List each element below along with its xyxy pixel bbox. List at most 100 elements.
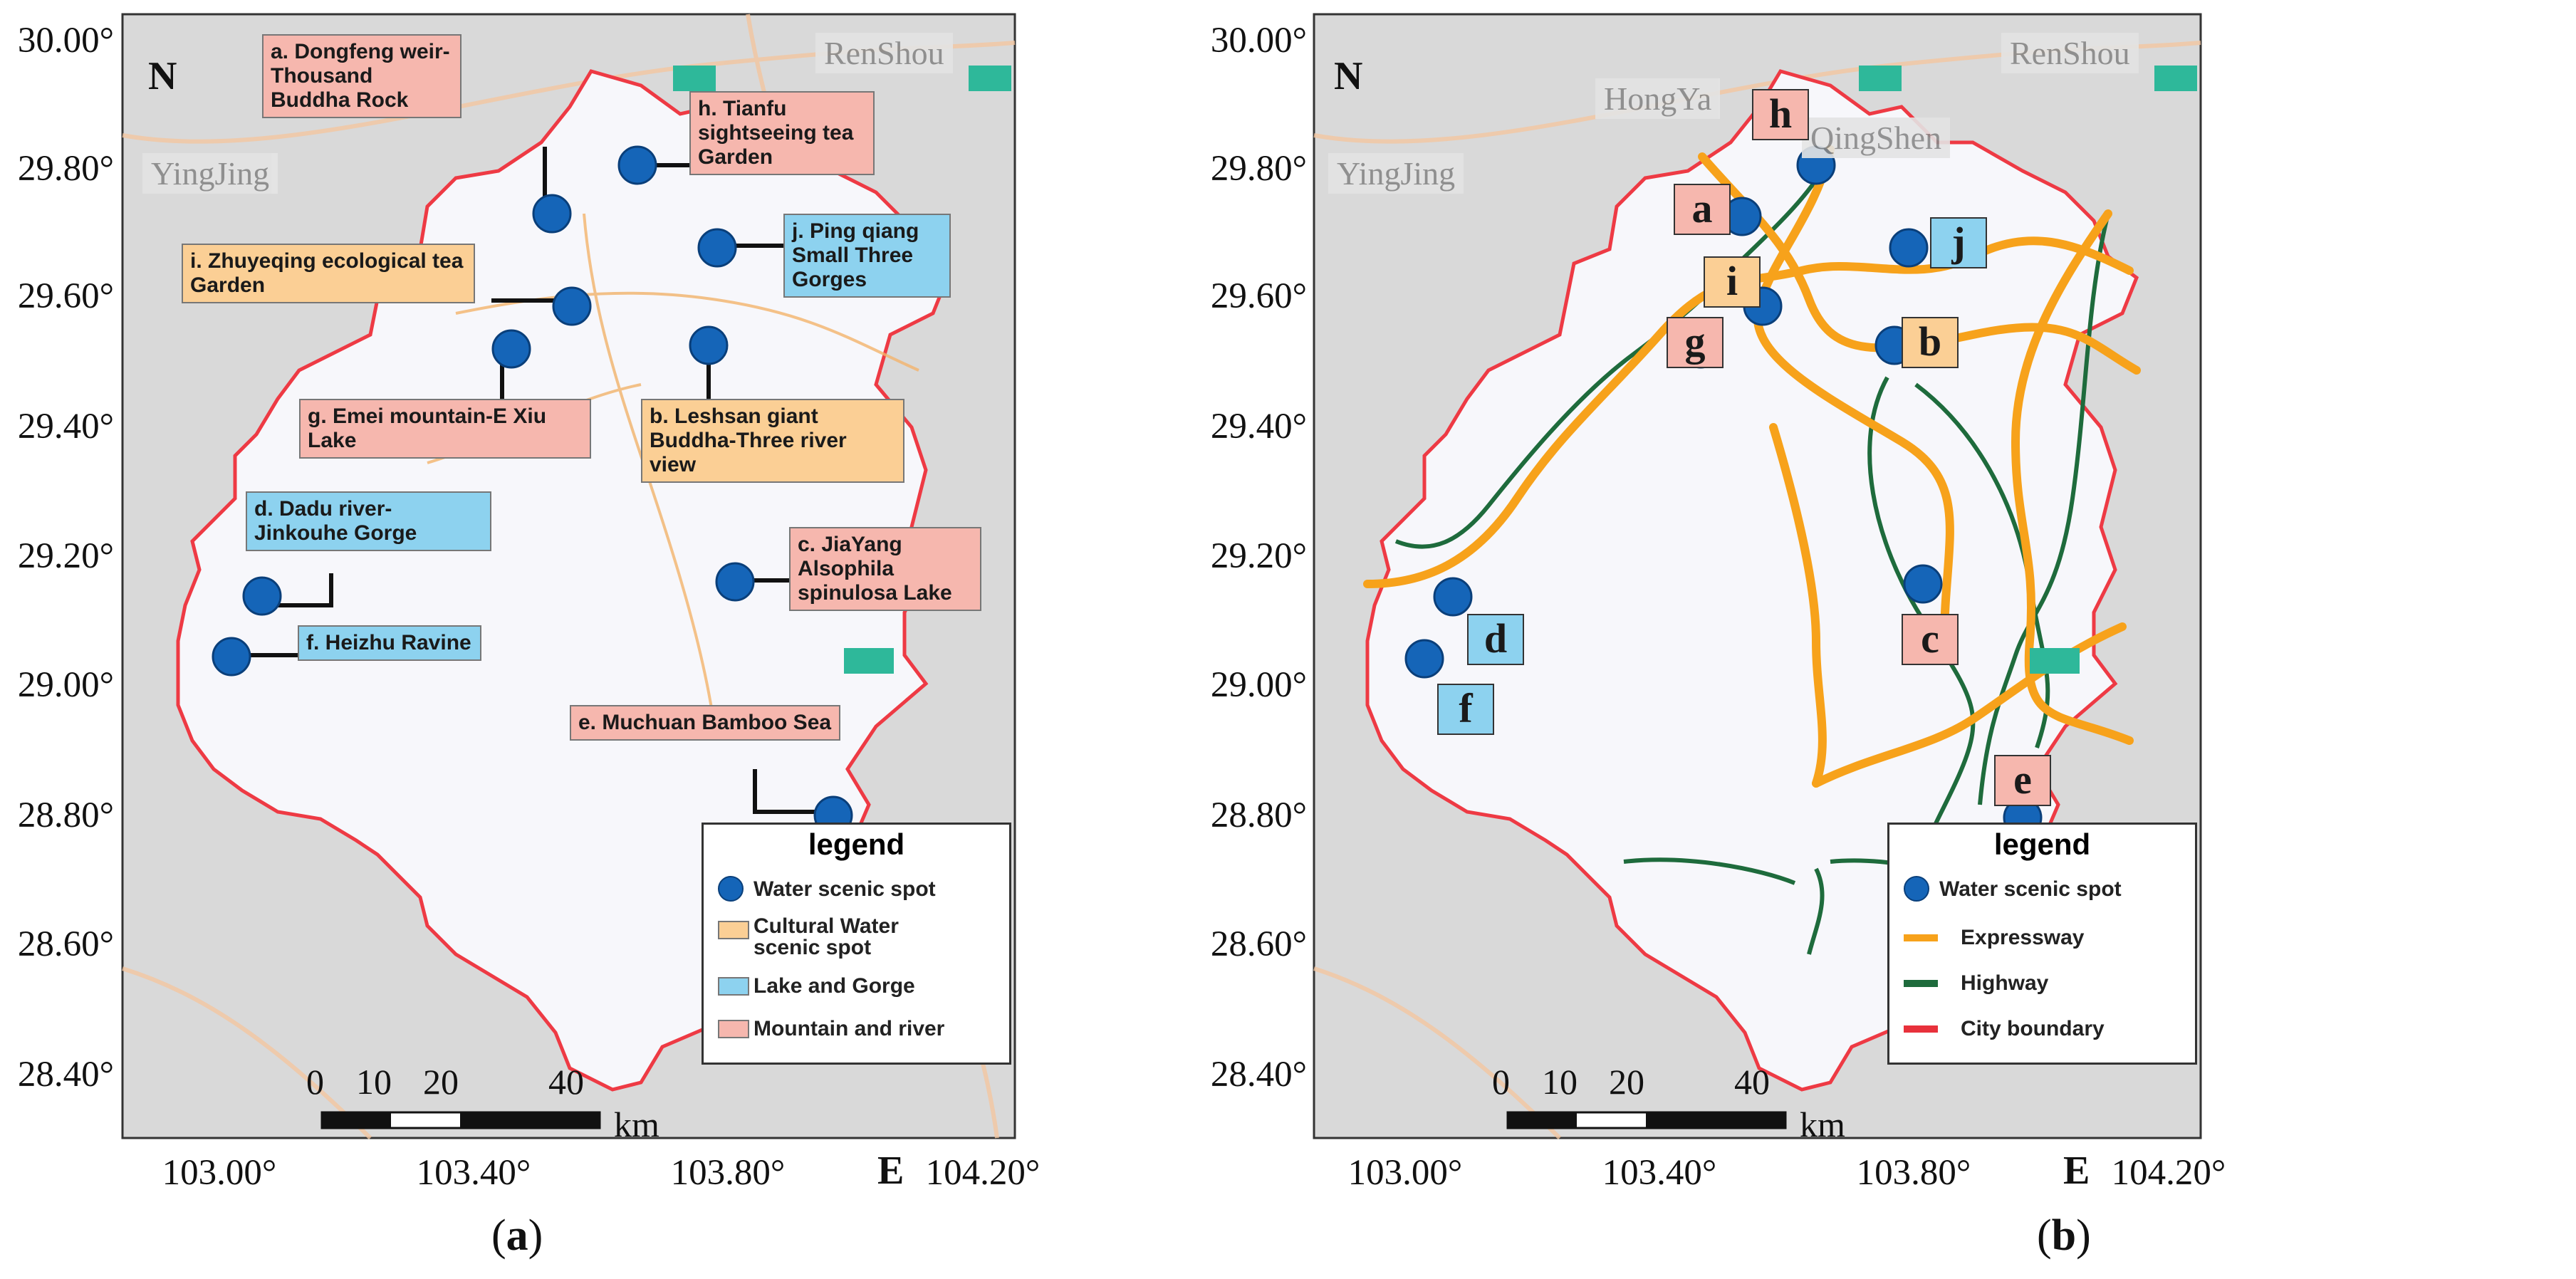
legend-mountain-swatch xyxy=(718,1020,749,1038)
label-h: h. Tianfu sightseeing tea Garden xyxy=(689,91,875,175)
x-tick: 103.80° xyxy=(670,1153,786,1193)
scale-bar-a xyxy=(320,1111,601,1129)
scale-tick: 20 xyxy=(1609,1062,1644,1102)
legend-highway-swatch xyxy=(1904,980,1938,987)
x-tick: 104.20° xyxy=(2111,1153,2226,1193)
legend-b: legend Water scenic spot Expressway High… xyxy=(1887,823,2197,1065)
spot-d xyxy=(242,576,282,616)
spot-f xyxy=(1404,639,1444,679)
spot-d xyxy=(1433,577,1473,617)
letter-c: c xyxy=(1902,614,1959,665)
scale-tick: 40 xyxy=(548,1062,584,1102)
legend-a: legend Water scenic spot Cultural Water … xyxy=(702,823,1011,1065)
x-tick: 103.00° xyxy=(1347,1153,1463,1193)
y-tick: 28.80° xyxy=(17,795,114,835)
scale-tick: 0 xyxy=(306,1062,324,1102)
spot-b xyxy=(689,325,729,365)
spot-a xyxy=(532,194,572,234)
city-renshou: RenShou xyxy=(815,33,953,73)
x-tick: 103.80° xyxy=(1856,1153,1971,1193)
y-tick: 29.60° xyxy=(1210,276,1307,316)
letter-h: h xyxy=(1752,89,1809,140)
y-tick: 29.00° xyxy=(17,665,114,705)
legend-title: legend xyxy=(808,828,905,861)
label-f: f. Heizhu Ravine xyxy=(298,625,481,661)
y-tick: 30.00° xyxy=(1210,21,1307,61)
label-a: a. Dongfeng weir-Thousand Buddha Rock xyxy=(262,34,462,118)
legend-cultural-swatch xyxy=(718,921,749,939)
label-j: j. Ping qiang Small Three Gorges xyxy=(783,214,951,298)
scale-unit: km xyxy=(1800,1105,1845,1144)
scale-tick: 0 xyxy=(1492,1062,1510,1102)
city-qingshen: QingShen xyxy=(1802,118,1950,158)
spot-j xyxy=(697,228,737,268)
letter-b: b xyxy=(1902,317,1959,368)
legend-expressway-swatch xyxy=(1904,934,1938,941)
x-tick: 104.20° xyxy=(925,1153,1041,1193)
letter-a: a xyxy=(1674,184,1731,235)
y-tick: 28.60° xyxy=(17,924,114,964)
spot-h xyxy=(617,145,657,185)
y-tick: 29.80° xyxy=(17,149,114,189)
caption-b: (b) xyxy=(2037,1211,2091,1260)
y-tick: 29.20° xyxy=(1210,536,1307,576)
letter-e: e xyxy=(1994,755,2051,806)
scale-tick: 10 xyxy=(356,1062,392,1102)
scale-bar-b xyxy=(1506,1111,1787,1129)
spot-j xyxy=(1889,228,1929,268)
legend-item: Mountain and river xyxy=(753,1017,945,1040)
y-tick: 29.80° xyxy=(1210,149,1307,189)
label-i: i. Zhuyeqing ecological tea Garden xyxy=(182,244,475,303)
letter-d: d xyxy=(1467,614,1524,665)
spot-c xyxy=(1903,564,1943,604)
north-label: N xyxy=(1334,54,1363,98)
letter-j: j xyxy=(1930,217,1987,268)
city-yingjing: YingJing xyxy=(1328,153,1464,194)
label-g: g. Emei mountain-E Xiu Lake xyxy=(299,399,591,459)
y-tick: 30.00° xyxy=(17,21,114,61)
city-yingjing: YingJing xyxy=(142,153,278,194)
north-label: N xyxy=(148,54,177,98)
y-tick: 28.40° xyxy=(17,1055,114,1095)
legend-item: City boundary xyxy=(1961,1017,2105,1040)
east-label: E xyxy=(877,1149,904,1193)
letter-i: i xyxy=(1704,256,1761,308)
legend-item: Highway xyxy=(1961,971,2049,995)
legend-item: Cultural Water scenic spot xyxy=(753,914,899,959)
panel-a: N E RenShou YingJing a. Dongfeng weir-Th… xyxy=(0,0,1268,1279)
letter-f: f xyxy=(1437,684,1494,735)
label-e: e. Muchuan Bamboo Sea xyxy=(570,705,840,741)
x-tick: 103.40° xyxy=(1602,1153,1717,1193)
y-tick: 29.40° xyxy=(1210,407,1307,447)
spot-f xyxy=(212,637,251,677)
legend-water-spot-icon xyxy=(718,876,744,902)
y-tick: 29.40° xyxy=(17,407,114,447)
label-c: c. JiaYang Alsophila spinulosa Lake xyxy=(789,527,981,611)
scale-tick: 40 xyxy=(1734,1062,1770,1102)
x-tick: 103.00° xyxy=(162,1153,277,1193)
y-tick: 28.80° xyxy=(1210,795,1307,835)
city-hongya: HongYa xyxy=(1595,78,1721,119)
spot-i xyxy=(552,286,592,326)
y-tick: 29.20° xyxy=(17,536,114,576)
legend-item: Water scenic spot xyxy=(1939,877,2122,901)
y-tick: 28.60° xyxy=(1210,924,1307,964)
east-label: E xyxy=(2063,1149,2090,1193)
legend-water-spot-icon xyxy=(1904,876,1929,902)
scale-tick: 20 xyxy=(423,1062,459,1102)
spot-g xyxy=(491,329,531,369)
legend-lake-swatch xyxy=(718,977,749,996)
label-d: d. Dadu river-Jinkouhe Gorge xyxy=(246,491,491,551)
x-tick: 103.40° xyxy=(416,1153,531,1193)
panel-b: N E RenShou YingJing HongYa QingShen h a… xyxy=(1211,0,2576,1279)
caption-a: (a) xyxy=(491,1211,543,1260)
expressway-network xyxy=(1363,145,2141,788)
spot-c xyxy=(715,562,755,602)
city-renshou: RenShou xyxy=(2001,33,2139,73)
letter-g: g xyxy=(1667,317,1724,368)
y-tick: 29.60° xyxy=(17,276,114,316)
legend-item: Expressway xyxy=(1961,926,2085,949)
legend-item: Lake and Gorge xyxy=(753,974,915,998)
scale-tick: 10 xyxy=(1542,1062,1578,1102)
legend-item: Water scenic spot xyxy=(753,877,936,901)
